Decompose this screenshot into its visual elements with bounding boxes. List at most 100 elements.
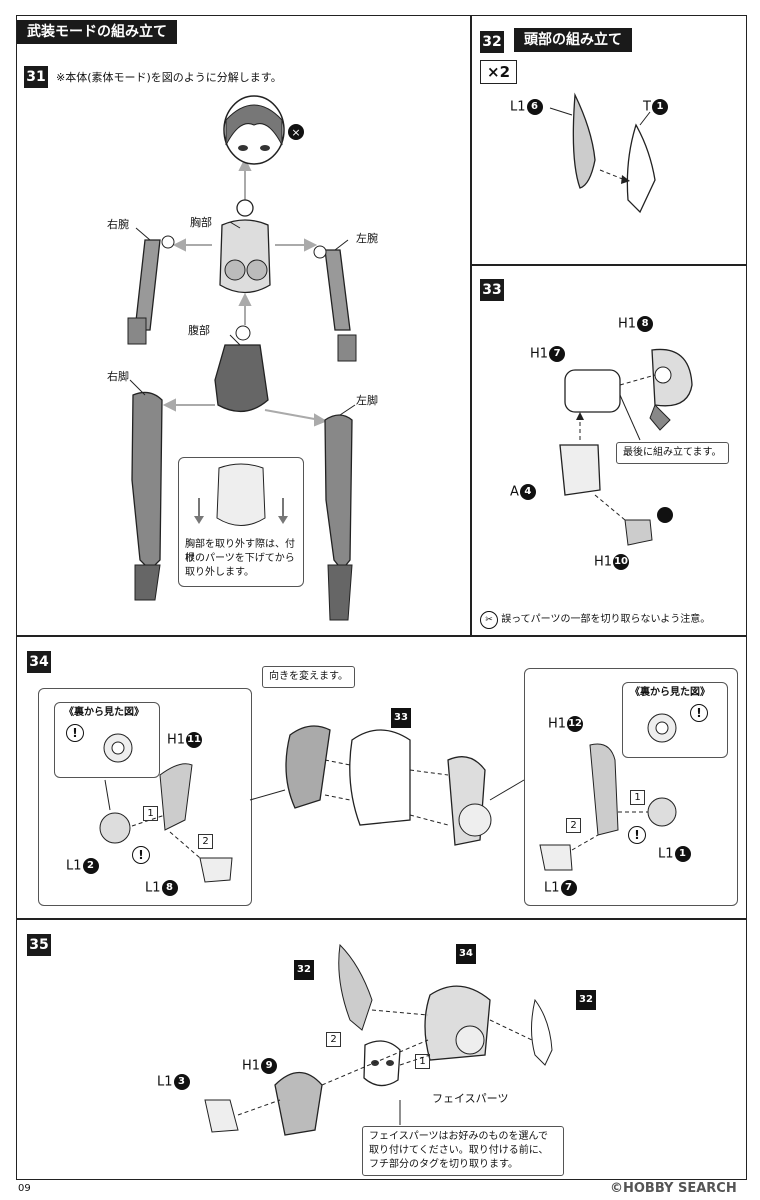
part-number: 8 [161, 880, 178, 896]
part-code: T [643, 99, 651, 115]
svg-text:×: × [291, 126, 300, 139]
step34-frame [16, 635, 747, 920]
warning-icon: ! [132, 846, 150, 864]
step33-number: 33 [480, 279, 504, 301]
step35-ref-2: 34 [455, 944, 476, 964]
part-number: 3 [173, 1074, 190, 1090]
ref-number: 32 [294, 960, 314, 980]
part-number: 1 [674, 846, 691, 862]
step31-number: 31 [24, 66, 48, 88]
part-code: H1 [548, 716, 567, 732]
page-number: 09 [18, 1183, 31, 1194]
label-left-leg: 左脚 [356, 394, 378, 407]
label-right-leg: 右脚 [107, 370, 129, 383]
part-code: H1 [594, 554, 613, 570]
part-number: 7 [560, 880, 577, 896]
part-number: 8 [637, 316, 654, 332]
step32-number: 32 [480, 31, 504, 53]
part-number: 1 [651, 99, 668, 115]
step32-multiplier: ×2 [480, 60, 518, 84]
step33-frame [470, 264, 747, 637]
section-title: 武装モードの組み立て [17, 20, 177, 44]
step31-frame [16, 15, 472, 637]
step31-tip-box: 胸部を取り外す際は、付け 根のパーツを下げてから 取り外します。 [178, 457, 304, 587]
part-number: 10 [613, 554, 630, 570]
step31-tip-line-3: 取り外します。 [185, 567, 254, 578]
part-code: L1 [157, 1074, 173, 1090]
step34-left-order-1: 1 [143, 806, 158, 821]
ref-number: 32 [576, 990, 596, 1010]
caution-icon: ✂ [480, 611, 498, 629]
step34-left-backview-label: 《裏から見た図》 [64, 707, 144, 718]
step35-ref-3: 32 [575, 990, 596, 1010]
step31-note: ※本体(素体モード)を図のように分解します。 [56, 71, 282, 84]
part-code: L1 [544, 880, 560, 896]
step32-frame [470, 15, 747, 266]
part-code: H1 [530, 346, 549, 362]
part-code: L1 [510, 99, 526, 115]
part-code: H1 [242, 1058, 261, 1074]
step35-number: 35 [27, 934, 51, 956]
step34-figure-illustration [99, 713, 677, 883]
step35-frame [16, 918, 747, 1180]
part-number: 11 [186, 732, 203, 748]
warning-icon: ! [690, 704, 708, 722]
label-chest: 胸部 [190, 216, 212, 229]
step34-right-backview-box [622, 682, 728, 758]
step33-figure-illustration [559, 348, 693, 546]
step32-figure-illustration [549, 92, 656, 214]
warning-icon: ! [66, 724, 84, 742]
part-code: H1 [167, 732, 186, 748]
warning-icon: ! [628, 826, 646, 844]
part-number: 2 [82, 858, 99, 874]
ref-number: 34 [456, 944, 476, 964]
chest-detail-illustration [194, 463, 288, 526]
ref-number: 33 [391, 708, 411, 728]
watermark: ©HOBBY SEARCH [610, 1181, 737, 1196]
label-left-arm: 左腕 [356, 232, 378, 245]
part-number: 7 [549, 346, 566, 362]
step34-center-ref: 33 [390, 708, 411, 728]
step34-turn-note: 向きを変えます。 [262, 666, 355, 688]
step35-note-line-3: フチ部分のタグを切り取ります。 [369, 1159, 518, 1170]
step31-figure-illustration: × [127, 95, 357, 621]
step31-tip-line-1: 胸部を取り外す際は、付け [185, 539, 295, 564]
step34-right-order-2: 2 [566, 818, 581, 833]
part-code: H1 [618, 316, 637, 332]
part-code: A [510, 484, 519, 500]
step33-caution: ✂ 誤ってパーツの一部を切り取らないよう注意。 [480, 610, 710, 629]
step32-title: 頭部の組み立て [514, 28, 632, 52]
step35-note-line-1: フェイスパーツはお好みのものを選んで [369, 1131, 548, 1142]
part-number: 6 [526, 99, 543, 115]
part-code: L1 [66, 858, 82, 874]
label-abdomen: 腹部 [188, 324, 210, 337]
part-number: 9 [261, 1058, 278, 1074]
label-right-arm: 右腕 [107, 218, 129, 231]
step34-left-order-2: 2 [198, 834, 213, 849]
part-code: L1 [658, 846, 674, 862]
part-number: 4 [519, 484, 536, 500]
part-code: L1 [145, 880, 161, 896]
step31-tip-line-2: 根のパーツを下げてから [185, 553, 295, 564]
step35-ref-1: 32 [293, 960, 314, 980]
step35-order-1: 1 [415, 1054, 430, 1069]
step35-note-line-2: 取り付けてください。取り付ける前に、 [369, 1145, 549, 1156]
step34-right-order-1: 1 [630, 790, 645, 805]
step34-number: 34 [27, 651, 51, 673]
face-parts-label: フェイスパーツ [432, 1092, 509, 1105]
part-number: 12 [567, 716, 584, 732]
